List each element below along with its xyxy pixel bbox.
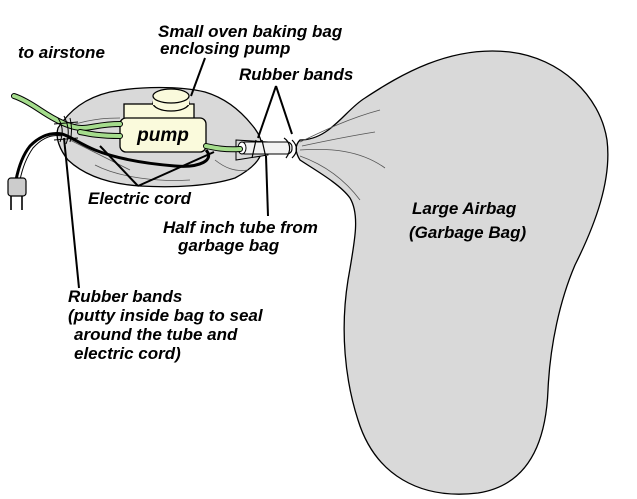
label-baking-bag-1: Small oven baking bag bbox=[158, 22, 343, 41]
label-tube-1: Half inch tube from bbox=[163, 218, 318, 237]
label-airbag-2: (Garbage Bag) bbox=[409, 223, 526, 242]
leader-baking-bag bbox=[190, 57, 206, 97]
airbag-neck-wrinkles bbox=[299, 109, 386, 201]
baking-bag-crinkles bbox=[69, 117, 249, 181]
label-rubber-bands-left-4: electric cord) bbox=[74, 344, 181, 363]
leader-electric-cord-b bbox=[137, 151, 215, 187]
leader-rubber-band-left bbox=[63, 137, 80, 289]
label-rubber-bands-left-1: Rubber bands bbox=[68, 287, 182, 306]
label-rubber-bands-left-2: (putty inside bag to seal bbox=[68, 306, 264, 325]
label-electric-cord: Electric cord bbox=[88, 189, 192, 208]
label-to-airstone: to airstone bbox=[18, 43, 105, 62]
leader-electric-cord-a bbox=[99, 145, 139, 187]
leader-rubber-band-top-right bbox=[275, 85, 293, 135]
leader-tube bbox=[265, 155, 269, 217]
half-inch-tube bbox=[239, 141, 293, 155]
pump-cap-top bbox=[152, 88, 190, 104]
label-airbag-1: Large Airbag bbox=[412, 199, 517, 218]
pump-label: pump bbox=[136, 125, 189, 146]
electric-cord bbox=[14, 132, 210, 181]
label-rubber-bands-left-3: around the tube and bbox=[74, 325, 238, 344]
power-plug-icon bbox=[7, 177, 27, 210]
tube-rubber-bands bbox=[251, 137, 298, 159]
leader-lines bbox=[63, 57, 293, 289]
leader-rubber-band-top-left bbox=[257, 85, 277, 139]
label-rubber-bands-top: Rubber bands bbox=[239, 65, 353, 84]
left-rubber-bands bbox=[53, 115, 79, 145]
large-airbag-shape bbox=[295, 50, 609, 495]
label-tube-2: garbage bag bbox=[177, 236, 280, 255]
green-air-tubes bbox=[11, 93, 243, 153]
pump: pump bbox=[119, 88, 207, 153]
label-baking-bag-2: enclosing pump bbox=[160, 39, 290, 58]
